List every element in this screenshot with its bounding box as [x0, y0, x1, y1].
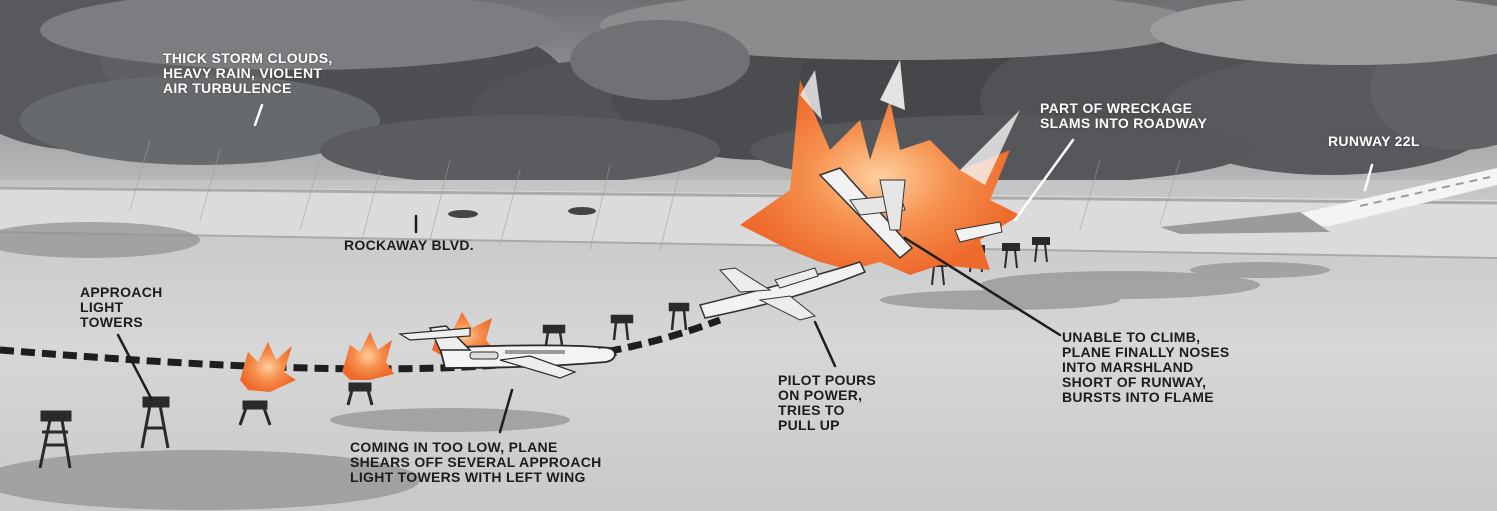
approach-light-tower	[346, 382, 374, 406]
approach-light-tower	[140, 396, 170, 449]
towers-label: APPROACH LIGHT TOWERS	[80, 284, 163, 330]
climbing-aircraft	[698, 261, 867, 321]
rain	[129, 139, 1181, 251]
storm-clouds	[0, 0, 1497, 185]
road-label: ROCKAWAY BLVD.	[344, 237, 474, 253]
wreckage-label: PART OF WRECKAGE SLAMS INTO ROADWAY	[1040, 100, 1208, 131]
car	[448, 210, 478, 218]
runway-overrun	[1160, 212, 1330, 234]
marshland	[0, 222, 1330, 510]
approach-light-tower	[542, 324, 566, 346]
approach-light-tower	[668, 302, 690, 331]
crashed-aircraft	[818, 167, 1003, 260]
tower-fire	[342, 332, 394, 380]
car	[568, 207, 596, 215]
runway-strip	[1250, 168, 1497, 226]
approach-light-tower	[610, 314, 634, 341]
tower-fire	[240, 342, 296, 392]
runway-label: RUNWAY 22L	[1328, 133, 1420, 149]
approach-light-tower	[1032, 237, 1050, 263]
approach-light-tower	[1002, 243, 1020, 269]
approach-light-tower	[38, 410, 72, 469]
flight-path	[0, 316, 722, 373]
explosion-fireball	[740, 60, 1020, 275]
leader-lines	[116, 103, 1374, 434]
low-approach-label: COMING IN TOO LOW, PLANE SHEARS OFF SEVE…	[350, 439, 602, 485]
crash-label: UNABLE TO CLIMB, PLANE FINALLY NOSES INT…	[1062, 329, 1230, 405]
approaching-aircraft	[398, 325, 617, 379]
storm-label: THICK STORM CLOUDS, HEAVY RAIN, VIOLENT …	[163, 50, 333, 96]
approach-light-tower	[238, 400, 272, 426]
pull-up-label: PILOT POURS ON POWER, TRIES TO PULL UP	[778, 372, 877, 433]
